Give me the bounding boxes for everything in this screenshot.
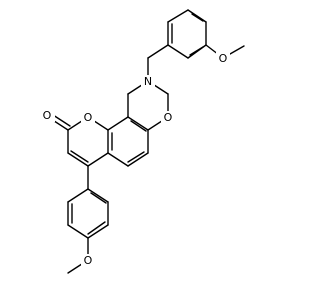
bond	[127, 152, 149, 167]
bond	[87, 152, 109, 167]
molecule-structure-canvas: O N O O O O	[41, 9, 245, 274]
bond	[167, 9, 189, 23]
bond	[87, 188, 109, 203]
svg-text:O: O	[164, 111, 173, 124]
bond	[127, 151, 145, 163]
bond	[187, 9, 207, 23]
bond	[90, 192, 107, 204]
bond	[107, 116, 129, 131]
bond	[67, 188, 89, 203]
atom-o-pyranone: O	[81, 111, 95, 124]
bond	[167, 44, 189, 59]
svg-text:O: O	[43, 109, 52, 122]
bond	[189, 46, 204, 56]
svg-text:O: O	[219, 52, 228, 65]
svg-text:O: O	[84, 254, 93, 267]
bond	[147, 44, 169, 59]
atom-n-ring: N	[141, 75, 155, 88]
bond	[191, 13, 204, 22]
atom-o-methoxy-bottom: O	[81, 254, 95, 267]
bond	[67, 152, 89, 167]
bond	[67, 224, 89, 239]
atom-o-carbonyl: O	[41, 109, 55, 122]
molecule-structure: O N O O O O	[41, 9, 245, 274]
bond	[130, 120, 147, 132]
bond	[87, 224, 109, 239]
bond	[87, 221, 106, 235]
atom-o-methoxy-top: O	[216, 52, 230, 65]
bond	[107, 152, 129, 167]
svg-text:O: O	[84, 111, 93, 124]
atom-o-ring: O	[161, 111, 175, 124]
atom-labels: O N O O O O	[41, 52, 230, 267]
svg-text:N: N	[144, 75, 152, 88]
bond-lines	[47, 9, 245, 274]
bond	[70, 150, 89, 163]
bond	[127, 116, 149, 131]
